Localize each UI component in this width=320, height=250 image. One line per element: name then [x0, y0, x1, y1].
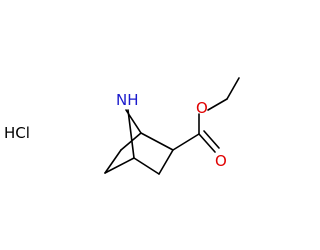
bond-oester-ch2: [207, 98, 228, 111]
bond-c2-c1: [140, 132, 174, 151]
structure-canvas: NH O O HCl: [4, 77, 240, 175]
bond-ccarbonyl-ocarbonyl-1: [198, 133, 216, 153]
atom-label-o-ester: O: [196, 99, 208, 117]
bond-c6-c5: [104, 149, 122, 174]
bond-c2-ccarbonyl: [172, 133, 200, 151]
bond-c4-c3: [133, 157, 160, 175]
bond-c5-c4: [104, 157, 135, 174]
atom-label-n-bridge: NH: [116, 91, 139, 109]
bond-n-c4: [127, 109, 135, 159]
bond-c3-c2: [158, 149, 174, 175]
bond-ccarbonyl-ocarbonyl-2: [203, 130, 220, 149]
bond-ch2-ch3: [226, 77, 240, 100]
atom-label-o-carbonyl: O: [215, 152, 227, 170]
molecule-drawing: NH O O HCl: [4, 77, 240, 175]
bond-c1-c6: [120, 132, 142, 151]
salt-label-hcl: HCl: [4, 124, 30, 142]
